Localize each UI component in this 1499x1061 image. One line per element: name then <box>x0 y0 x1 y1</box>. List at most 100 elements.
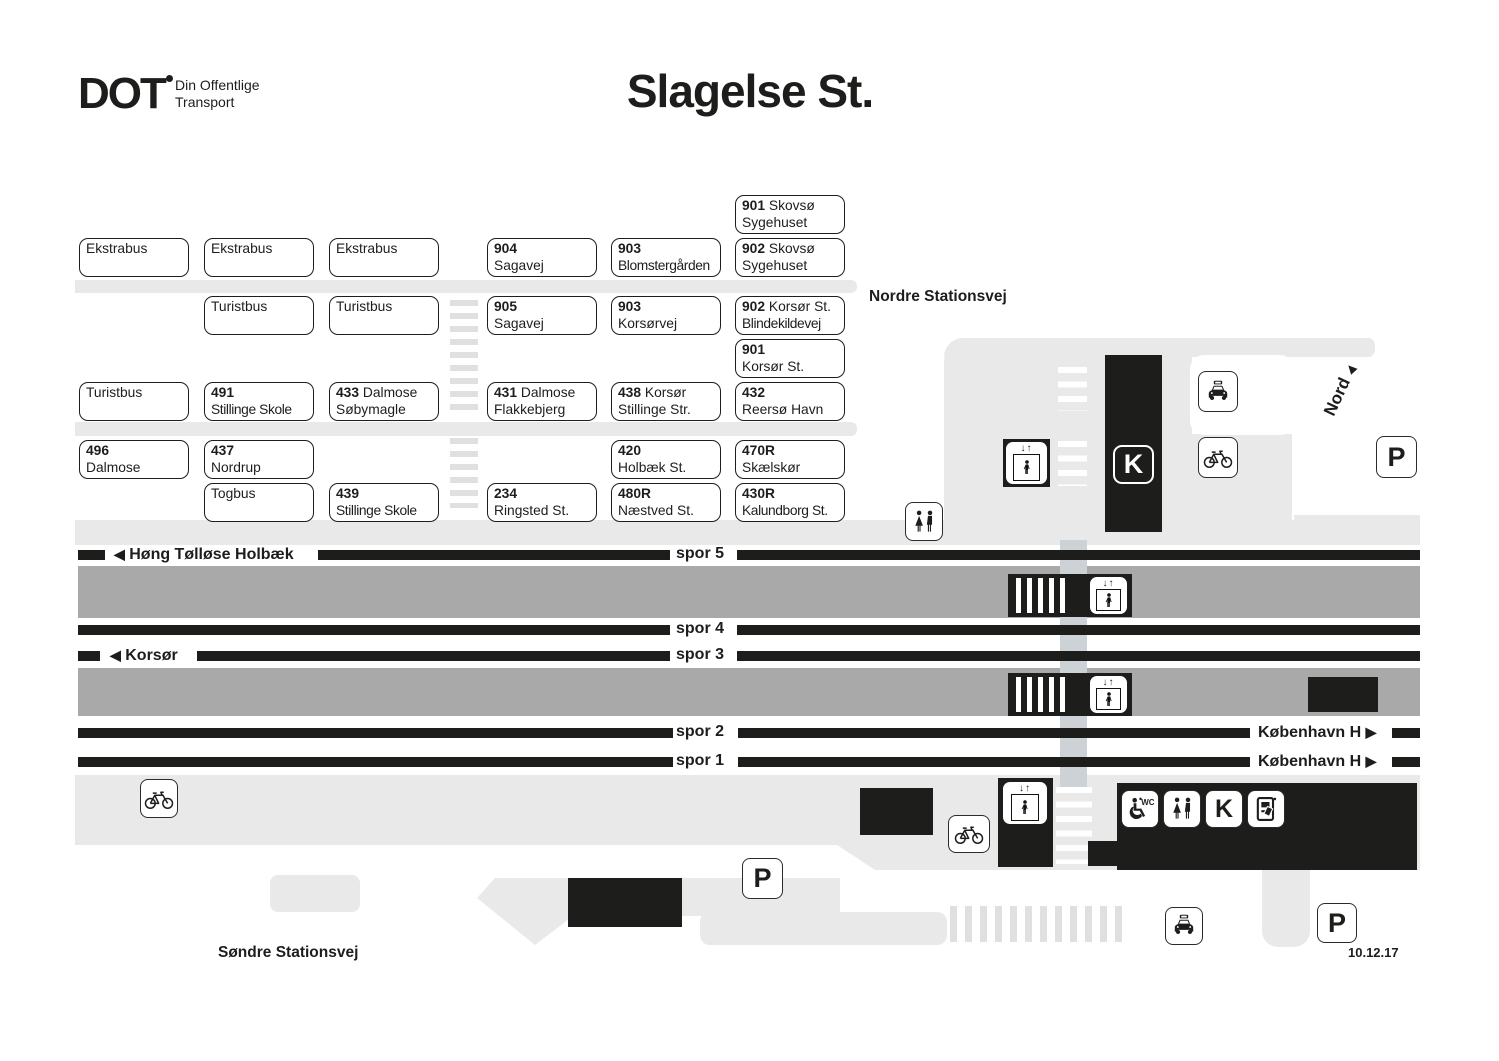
forecourt-far-east <box>1294 515 1420 545</box>
stairs-icon <box>1016 677 1068 712</box>
north-elevator-block: ↓↑ <box>1003 439 1050 487</box>
track-2-segment <box>738 728 1250 738</box>
bus-destination: Sagavej <box>494 257 544 273</box>
parking-icon: P <box>1376 436 1417 478</box>
south-crossing-dashes <box>950 906 1125 942</box>
bus-crossing-dashes-upper <box>450 300 478 417</box>
bus-route-number: 904 <box>494 241 518 256</box>
nordre-stationsvej-road <box>944 338 1375 357</box>
bus-stop-box: Ekstrabus <box>204 238 314 277</box>
track-3-segment <box>737 651 1420 661</box>
bus-road-band-2 <box>75 422 857 436</box>
bus-route-number: 902 <box>742 241 766 256</box>
track-5-segment <box>78 550 105 560</box>
parking-icon: P <box>1317 903 1357 943</box>
bus-destination: Turistbus <box>211 299 268 314</box>
track-4-label: spor 4 <box>676 620 725 637</box>
west-arrow-icon: ◀ <box>110 647 121 663</box>
track-1-segment <box>78 757 673 767</box>
bicycle-parking-icon <box>1198 437 1238 478</box>
bus-destination: Næstved St. <box>618 502 694 518</box>
bus-road-band-1 <box>75 280 857 293</box>
toilets-icon <box>1163 790 1201 828</box>
bus-route-number: 438 <box>618 385 642 400</box>
bus-route-number: 433 <box>336 385 360 400</box>
bus-destination: Sygehuset <box>742 214 808 230</box>
svg-text:WC: WC <box>1141 797 1155 806</box>
track-1-segment <box>1392 757 1420 767</box>
bus-destination: Korsørvej <box>618 315 678 331</box>
north-arrow-icon: ▲ <box>1340 356 1363 380</box>
dot-logo-text: DOT <box>78 72 173 116</box>
bus-destination: Stillinge Skole <box>336 502 417 518</box>
track-2-direction-east: København H ▶ <box>1258 724 1377 741</box>
bus-route-number: 496 <box>86 443 110 458</box>
track-2-label: spor 2 <box>676 723 725 740</box>
bus-route-number: 431 <box>494 385 518 400</box>
bus-route-number: 470R <box>742 443 775 458</box>
station-building-annex <box>1088 841 1120 866</box>
bus-crossing-dashes-lower <box>450 438 478 508</box>
elevator-arrows: ↓↑ <box>1020 443 1033 454</box>
bus-destination: Sygehuset <box>742 257 808 273</box>
bus-route-number: 901 <box>742 342 766 357</box>
bus-route-number: 234 <box>494 486 518 501</box>
bus-stop-box: Togbus <box>204 483 314 522</box>
toilets-icon <box>905 502 943 541</box>
track-4-segment <box>78 625 670 635</box>
elevator-arrows: ↓↑ <box>1102 578 1115 589</box>
elevator-icon: ↓↑ <box>1003 782 1047 824</box>
bus-destination: Stillinge Str. <box>618 401 691 417</box>
bus-stop-box: Turistbus <box>329 296 439 335</box>
bus-destination: Korsør St. <box>742 358 805 374</box>
bus-route-number: 480R <box>618 486 651 501</box>
track-3-segment <box>78 651 100 661</box>
bus-stop-box: Ekstrabus <box>79 238 189 277</box>
elevator-icon: ↓↑ <box>1006 442 1047 484</box>
elevator-arrows: ↓↑ <box>1019 783 1031 794</box>
bus-destination: Ekstrabus <box>211 241 273 256</box>
north-crossing-upper <box>1058 367 1087 411</box>
bus-destination: Sagavej <box>494 315 544 331</box>
bus-route-number: 491 <box>211 385 235 400</box>
platform-shelter-building <box>1308 677 1378 712</box>
bus-route-number: 420 <box>618 443 642 458</box>
bus-stop-box: Ekstrabus <box>329 238 439 277</box>
ticket-machine-icon <box>1247 790 1285 828</box>
bus-destination: Turistbus <box>336 299 393 314</box>
elevator-icon: ↓↑ <box>1090 676 1127 713</box>
bus-destination: Blindekildevej <box>742 315 821 331</box>
elevator-icon: ↓↑ <box>1090 577 1127 614</box>
south-road-segment <box>700 912 947 945</box>
bus-destination: Reersø Havn <box>742 401 824 417</box>
bicycle-parking-icon <box>948 815 990 853</box>
street-label-north: Nordre Stationsvej <box>869 288 1007 305</box>
bus-route-number: 437 <box>211 443 235 458</box>
map-date: 10.12.17 <box>1348 945 1399 960</box>
bus-destination: Flakkebjerg <box>494 401 566 417</box>
dot-tagline: Din Offentlige Transport <box>175 77 260 110</box>
north-crossing-lower <box>1058 441 1087 486</box>
station-walkway <box>1262 868 1310 947</box>
platform-2-3-access-structure: ↓↑ <box>1008 673 1132 716</box>
taxi-icon <box>1198 371 1238 412</box>
track-1-segment <box>738 757 1250 767</box>
platform-4-5-access-structure: ↓↑ <box>1008 574 1132 617</box>
south-elevator-block: ↓↑ <box>998 778 1053 867</box>
bus-destination: Kalundborg St. <box>742 502 828 518</box>
track-2-segment <box>78 728 673 738</box>
bus-destination: Stillinge Skole <box>211 401 292 417</box>
accessible-wc-icon: WC <box>1121 790 1159 828</box>
dot-logo-dot-icon <box>165 75 173 82</box>
